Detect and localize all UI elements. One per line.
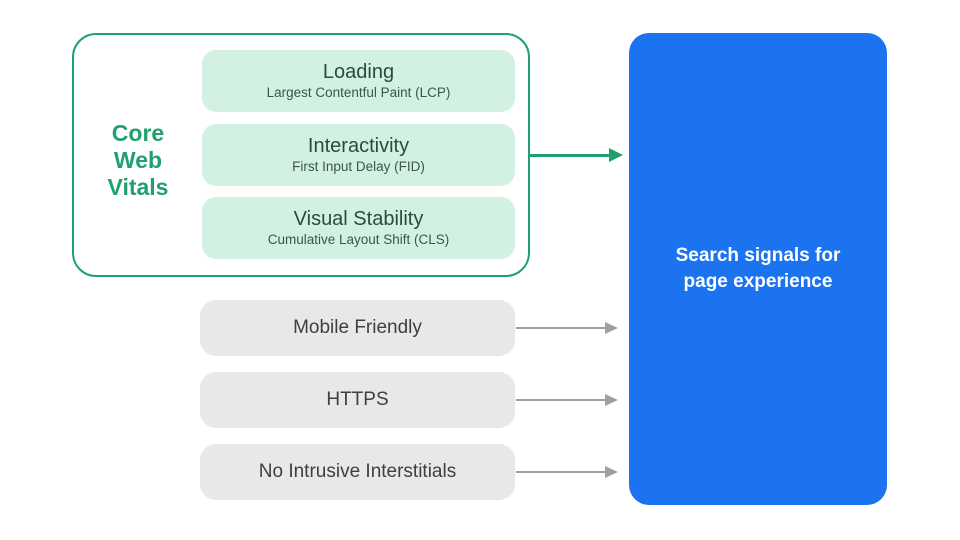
arrow-head-mobile-friendly-icon <box>605 322 618 334</box>
vital-subtitle-lcp: Largest Contentful Paint (LCP) <box>266 85 451 100</box>
vital-subtitle-fid: First Input Delay (FID) <box>292 159 425 174</box>
arrow-line-core-web-vitals <box>530 154 611 157</box>
arrow-line-mobile-friendly <box>516 327 607 329</box>
search-signals-result-label: Search signals for page experience <box>675 245 841 292</box>
arrow-line-no-intrusive-interstitials <box>516 471 607 473</box>
vital-box-visual-stability: Visual Stability Cumulative Layout Shift… <box>202 197 515 259</box>
core-web-vitals-label: Core Web Vitals <box>107 120 169 200</box>
arrow-head-no-intrusive-interstitials-icon <box>605 466 618 478</box>
search-signals-result-box: Search signals for page experience <box>629 33 887 505</box>
vital-title-visual-stability: Visual Stability <box>293 208 424 230</box>
arrow-line-https <box>516 399 607 401</box>
vital-subtitle-cls: Cumulative Layout Shift (CLS) <box>267 232 450 247</box>
vital-box-interactivity: Interactivity First Input Delay (FID) <box>202 124 515 186</box>
vital-title-interactivity: Interactivity <box>307 135 410 157</box>
signal-box-mobile-friendly: Mobile Friendly <box>200 300 515 356</box>
vital-box-loading: Loading Largest Contentful Paint (LCP) <box>202 50 515 112</box>
signal-box-no-intrusive-interstitials: No Intrusive Interstitials <box>200 444 515 500</box>
signal-box-https: HTTPS <box>200 372 515 428</box>
arrow-head-https-icon <box>605 394 618 406</box>
vital-title-loading: Loading <box>322 61 395 83</box>
arrow-head-core-web-vitals-icon <box>609 148 623 162</box>
